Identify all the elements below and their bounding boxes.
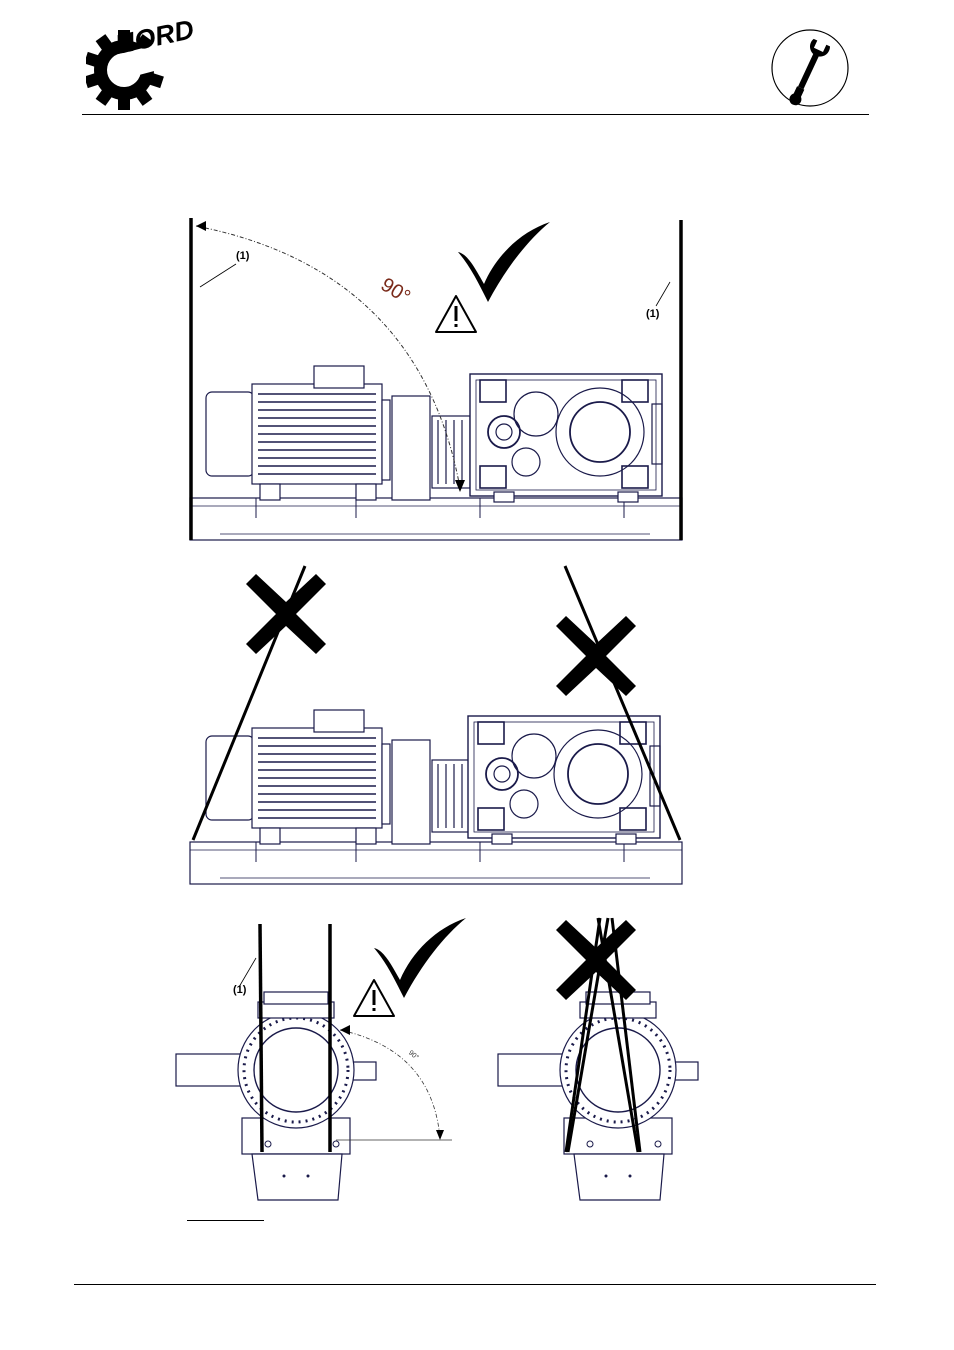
figure-correct-lifting-side [190, 218, 682, 540]
rope-label-end-view: (1) [233, 984, 246, 996]
figure-incorrect-lifting-side [190, 566, 682, 884]
footer-divider [74, 1284, 876, 1285]
rope-label-left: (1) [236, 250, 249, 262]
cross-icon [246, 574, 326, 654]
checkmark-icon [458, 222, 550, 302]
warning-triangle-icon [354, 980, 394, 1016]
rope-label-right: (1) [646, 308, 659, 320]
legend-underline [187, 1220, 264, 1221]
cross-icon [556, 616, 636, 696]
figure-end-view-incorrect [498, 918, 698, 1200]
checkmark-icon [374, 918, 466, 998]
warning-triangle-icon [436, 296, 476, 332]
figure-end-view-correct [176, 918, 466, 1200]
